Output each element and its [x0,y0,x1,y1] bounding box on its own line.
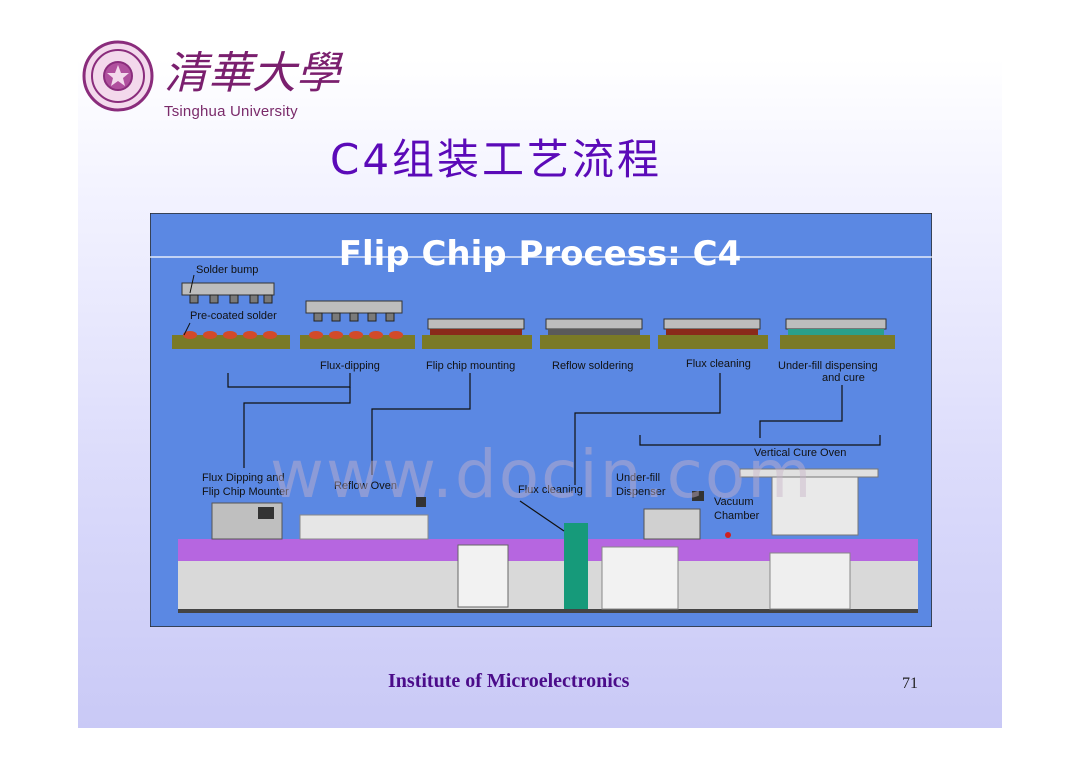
step-label: Flip chip mounting [426,360,515,372]
step-label: and cure [822,372,865,384]
stage-underfill [780,318,895,349]
machine-label: Vertical Cure Oven [754,447,846,459]
machine-label: Flux cleaning [518,484,583,496]
equipment-line [178,468,918,613]
step-label: Flux-dipping [320,360,380,372]
logo-chinese-name: 清華大學 [164,48,344,99]
machine-label: Flux Dipping and [202,472,285,484]
slide-title: C4组装工艺流程 [330,135,663,184]
stage-mounting [422,318,532,349]
stage-flux-dipping [300,300,415,349]
label-solder-bump: Solder bump [196,264,258,276]
diagram-heading: Flip Chip Process: C4 [339,234,741,274]
machine-label: Dispenser [616,486,666,498]
footer-institute: Institute of Microelectronics [388,670,630,692]
machine-label: Chamber [714,510,760,522]
step-label: Flux cleaning [686,358,751,370]
machine-label: Under-fill [616,472,660,484]
step-label: Reflow soldering [552,360,633,372]
watermark: www.docin.com [270,436,814,513]
machine-label: Vacuum [714,496,754,508]
tsinghua-logo: 清華大學 [82,40,344,112]
stage-initial [172,282,290,349]
label-precoated-solder: Pre-coated solder [190,310,277,322]
university-name: Tsinghua University [164,103,298,120]
flip-chip-process-diagram: Flip Chip Process: C4 Solder bump Pre-co… [150,213,932,627]
machine-label: Flip Chip Mounter [202,486,289,498]
stage-flux-cleaning [658,318,768,349]
page-number: 71 [902,675,918,692]
stage-reflow [540,318,650,349]
machine-label: Reflow Oven [334,480,397,492]
step-label: Under-fill dispensing [778,360,878,372]
